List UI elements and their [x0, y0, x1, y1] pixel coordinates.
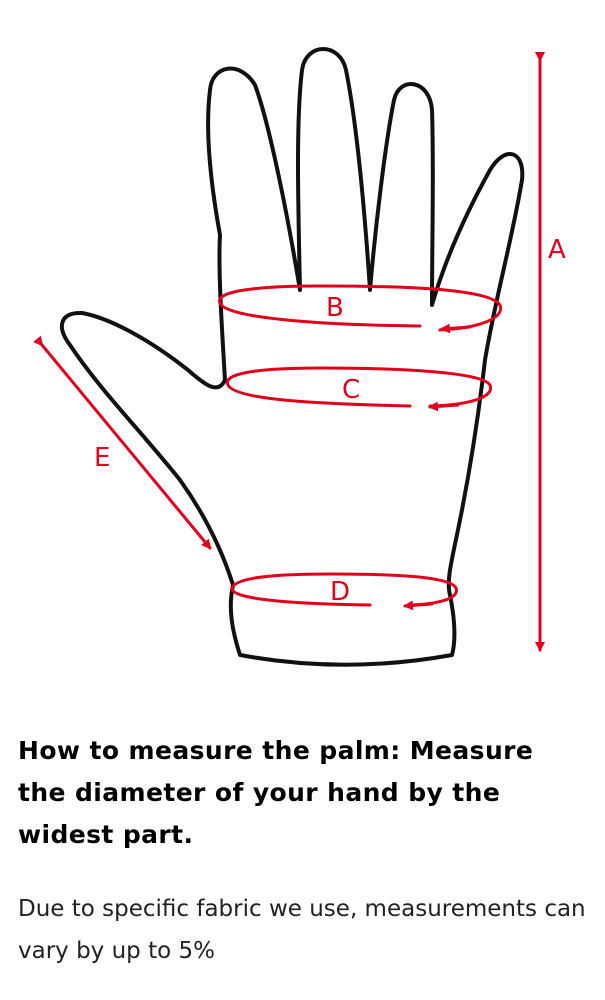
- hand-outline: [59, 47, 525, 667]
- fabric-note: Due to specific fabric we use, measureme…: [18, 896, 586, 964]
- measure-arrow-c: [428, 401, 460, 412]
- measure-line-e: [33, 335, 212, 550]
- label-e: E: [94, 443, 110, 473]
- measure-loop-c: [225, 366, 493, 408]
- measure-loop-b: [218, 284, 503, 332]
- label-d: D: [330, 577, 350, 607]
- label-a: A: [548, 235, 566, 265]
- label-b: B: [326, 293, 344, 323]
- label-c: C: [342, 375, 360, 405]
- measure-loop-d: [230, 572, 458, 607]
- measure-arrow-d: [403, 600, 434, 611]
- measure-arrow-b: [440, 323, 472, 334]
- measure-heading: How to measure the palm: Measure the dia…: [18, 736, 534, 849]
- hand-measurement-diagram: A B C D E: [33, 47, 566, 667]
